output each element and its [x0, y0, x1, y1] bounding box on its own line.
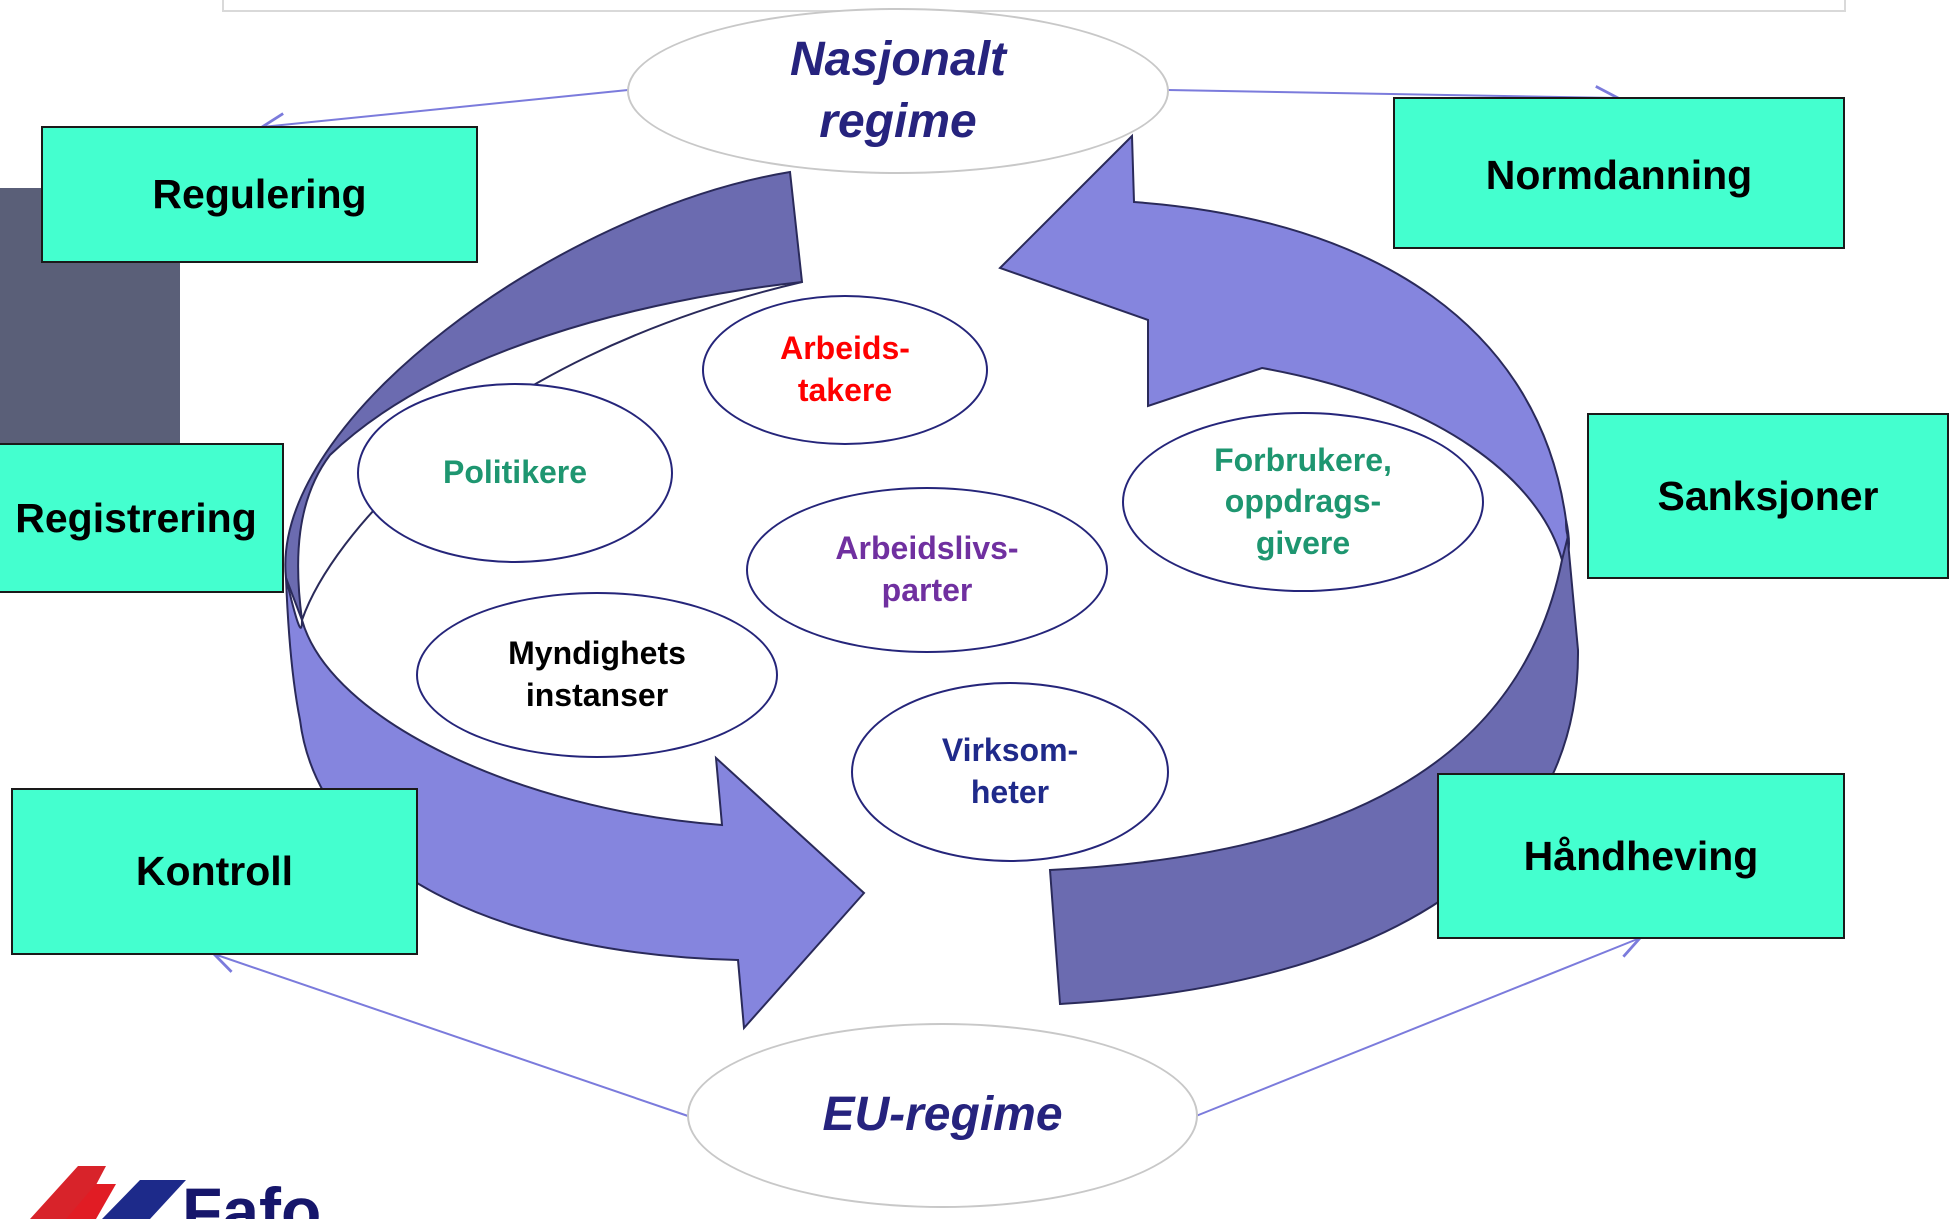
regulering-box: Regulering: [41, 126, 478, 263]
regulering-label: Regulering: [152, 171, 367, 217]
actor-arbeidstakere-label: Arbeids- takere: [780, 330, 910, 408]
connector-eu-handheving: [1195, 938, 1640, 1117]
actor-forbrukere-ellipse: Forbrukere, oppdrags- givere: [1122, 412, 1484, 592]
kontroll-box: Kontroll: [11, 788, 418, 955]
normdanning-label: Normdanning: [1485, 151, 1753, 198]
registrering-box: Registrering: [0, 443, 284, 593]
actor-forbrukere-label: Forbrukere, oppdrags- givere: [1214, 441, 1392, 561]
registrering-label: Registrering: [15, 494, 257, 541]
actor-myndighetsinstanser-label: Myndighets instanser: [508, 635, 686, 713]
connector-national-regulering: [262, 89, 629, 127]
sanksjoner-label: Sanksjoner: [1657, 472, 1879, 519]
actor-myndighetsinstanser-ellipse: Myndighets instanser: [416, 592, 778, 758]
slide-top-frame: [222, 0, 1846, 12]
connector-national-normdanning: [1167, 90, 1618, 98]
actor-politikere-label: Politikere: [442, 454, 588, 491]
connector-eu-kontroll: [214, 954, 689, 1117]
actor-politikere-ellipse: Politikere: [357, 383, 673, 563]
left-cycle-arrow-body: [285, 577, 866, 1031]
nasjonalt-regime-ellipse: Nasjonalt regime: [627, 8, 1169, 174]
left-cycle-arrow-top: [284, 170, 804, 621]
fafo-logo-icon: [30, 1166, 186, 1219]
actor-virksomheter-ellipse: Virksom- heter: [851, 682, 1169, 862]
sanksjoner-box: Sanksjoner: [1587, 413, 1949, 579]
fafo-logo: Fafo: [30, 1160, 390, 1219]
handheving-box: Håndheving: [1437, 773, 1845, 939]
kontroll-label: Kontroll: [135, 848, 294, 894]
eu-regime-ellipse: EU-regime: [687, 1023, 1198, 1208]
eu-regime-label: EU-regime: [822, 1088, 1063, 1142]
actor-virksomheter-label: Virksom- heter: [941, 732, 1079, 810]
actor-arbeidslivsparter-label: Arbeidslivs- parter: [835, 530, 1019, 608]
actor-arbeidslivsparter-ellipse: Arbeidslivs- parter: [746, 487, 1108, 653]
handheving-label: Håndheving: [1523, 832, 1759, 879]
actor-arbeidstakere-ellipse: Arbeids- takere: [702, 295, 988, 445]
normdanning-box: Normdanning: [1393, 97, 1845, 249]
nasjonalt-regime-label: Nasjonalt regime: [789, 32, 1007, 148]
fafo-logo-text: Fafo: [182, 1174, 322, 1219]
